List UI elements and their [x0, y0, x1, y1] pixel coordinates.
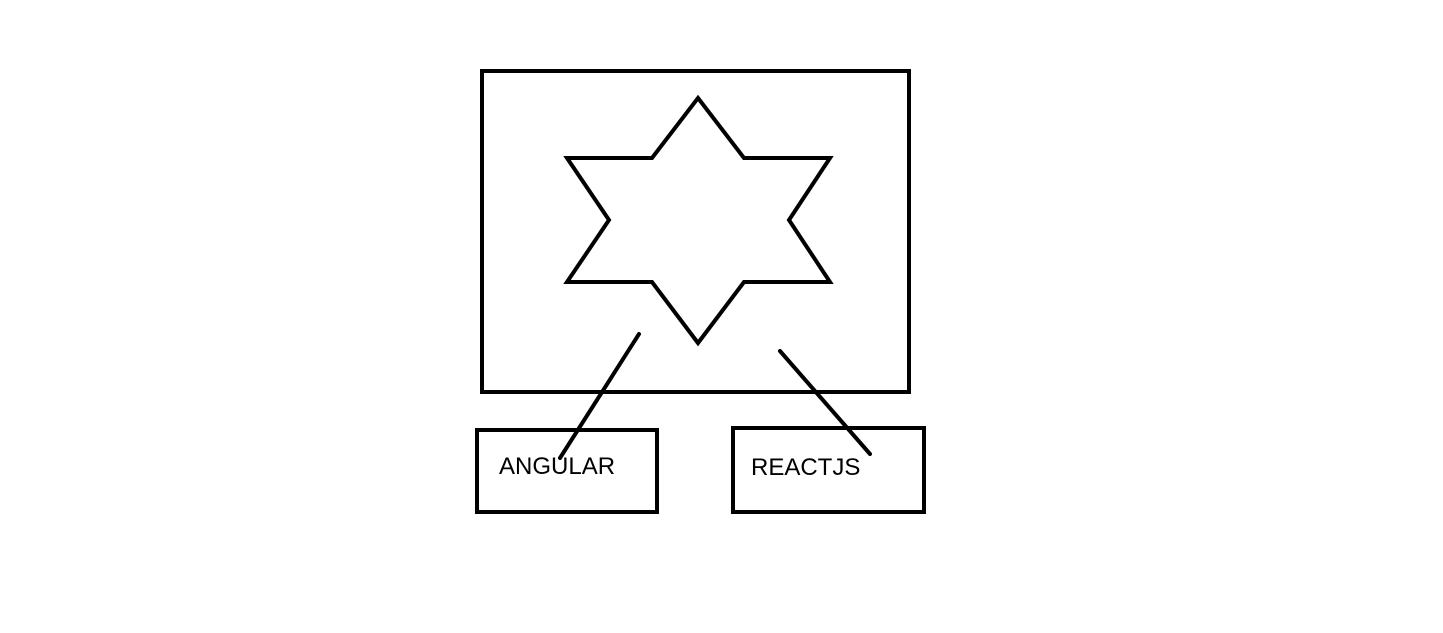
angular-box-label: ANGULAR — [499, 453, 615, 480]
reactjs-box-label: REACTJS — [751, 454, 860, 481]
angular-box — [475, 428, 659, 514]
star-shape — [563, 94, 834, 347]
reactjs-box — [731, 426, 926, 514]
connector-star-to-angular — [558, 332, 641, 460]
connector-star-to-reactjs — [778, 349, 872, 456]
main-frame — [480, 69, 911, 394]
